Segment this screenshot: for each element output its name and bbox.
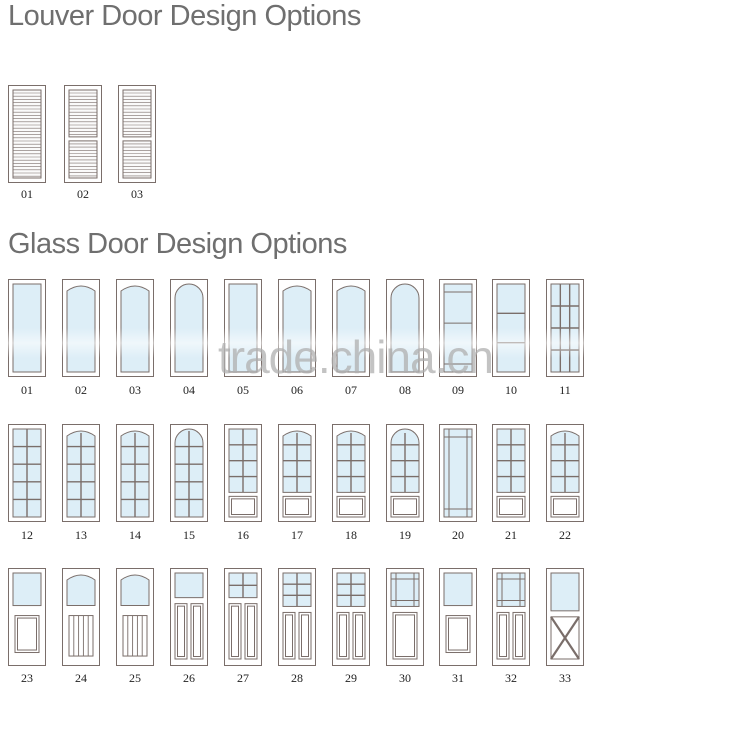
door-panel <box>550 495 580 518</box>
louver-door-number: 03 <box>131 187 143 201</box>
door-panel <box>352 611 366 660</box>
glass-door-number: 01 <box>21 383 33 397</box>
glass-door-number: 24 <box>75 671 87 685</box>
louver-door-02 <box>64 85 102 183</box>
glass-pane <box>550 572 580 612</box>
glass-door-21 <box>492 424 530 522</box>
glass-door-20 <box>439 424 477 522</box>
louver-door-number: 01 <box>21 187 33 201</box>
glass-door-14 <box>116 424 154 522</box>
watermark-text: trade.china.cn <box>218 331 494 383</box>
door-panel <box>336 495 366 518</box>
glass-door-31 <box>439 568 477 666</box>
door-panel <box>282 495 312 518</box>
door-panel <box>392 611 418 660</box>
door-panel <box>496 495 526 518</box>
glass-door-number: 21 <box>505 528 517 542</box>
louver-door-03 <box>118 85 156 183</box>
glass-door-number: 20 <box>452 528 464 542</box>
glass-door-number: 30 <box>399 671 411 685</box>
door-panel <box>244 603 258 660</box>
glass-door-number: 17 <box>291 528 303 542</box>
beadboard-panel <box>68 615 94 657</box>
door-panel <box>282 611 296 660</box>
glass-door-13 <box>62 424 100 522</box>
glass-door-22 <box>546 424 584 522</box>
door-panel <box>336 611 350 660</box>
beadboard-panel <box>122 615 148 657</box>
glass-door-16 <box>224 424 262 522</box>
door-panel <box>228 495 258 518</box>
glass-section-title: Glass Door Design Options <box>8 228 347 260</box>
louver-door-number: 02 <box>77 187 89 201</box>
glass-door-number: 33 <box>559 671 571 685</box>
glass-door-27 <box>224 568 262 666</box>
glass-door-number: 28 <box>291 671 303 685</box>
glass-door-28 <box>278 568 316 666</box>
door-panel <box>512 611 526 660</box>
glass-door-number: 27 <box>237 671 249 685</box>
glass-door-15 <box>170 424 208 522</box>
glass-door-number: 23 <box>21 671 33 685</box>
glass-door-number: 13 <box>75 528 87 542</box>
glass-door-number: 11 <box>559 383 571 397</box>
door-panel <box>496 611 510 660</box>
glass-door-17 <box>278 424 316 522</box>
glass-door-26 <box>170 568 208 666</box>
glass-door-30 <box>386 568 424 666</box>
glass-door-number: 10 <box>505 383 517 397</box>
louver-door-01 <box>8 85 46 183</box>
glass-pane <box>120 574 150 607</box>
glass-door-number: 31 <box>452 671 464 685</box>
glass-door-29 <box>332 568 370 666</box>
glass-door-number: 02 <box>75 383 87 397</box>
glass-door-number: 06 <box>291 383 303 397</box>
louver-section-title: Louver Door Design Options <box>8 0 361 32</box>
glass-pane <box>496 572 526 607</box>
door-panel <box>390 495 420 518</box>
glass-door-32 <box>492 568 530 666</box>
door-panel <box>174 603 188 660</box>
door-panel <box>298 611 312 660</box>
glass-door-number: 32 <box>505 671 517 685</box>
glass-door-number: 26 <box>183 671 195 685</box>
glass-door-33 <box>546 568 584 666</box>
glass-door-12 <box>8 424 46 522</box>
glass-door-number: 29 <box>345 671 357 685</box>
glass-door-24 <box>62 568 100 666</box>
glass-door-number: 19 <box>399 528 411 542</box>
glass-door-number: 03 <box>129 383 141 397</box>
glass-door-25 <box>116 568 154 666</box>
glass-door-number: 07 <box>345 383 357 397</box>
glass-door-number: 18 <box>345 528 357 542</box>
glass-door-18 <box>332 424 370 522</box>
glass-door-23 <box>8 568 46 666</box>
glass-door-number: 08 <box>399 383 411 397</box>
glass-pane <box>443 428 473 518</box>
glass-pane <box>174 572 204 599</box>
watermark-band <box>0 328 750 358</box>
glass-door-number: 12 <box>21 528 33 542</box>
glass-door-number: 14 <box>129 528 141 542</box>
glass-door-number: 16 <box>237 528 249 542</box>
glass-door-number: 25 <box>129 671 141 685</box>
glass-pane <box>66 574 96 607</box>
glass-pane <box>390 572 420 607</box>
door-panel <box>228 603 242 660</box>
glass-door-number: 22 <box>559 528 571 542</box>
door-panel <box>190 603 204 660</box>
glass-door-number: 09 <box>452 383 464 397</box>
glass-door-number: 04 <box>183 383 195 397</box>
glass-door-19 <box>386 424 424 522</box>
glass-door-number: 15 <box>183 528 195 542</box>
door-panel <box>445 615 471 654</box>
glass-door-number: 05 <box>237 383 249 397</box>
glass-pane <box>12 572 42 607</box>
glass-pane <box>443 572 473 607</box>
door-panel <box>14 615 40 654</box>
